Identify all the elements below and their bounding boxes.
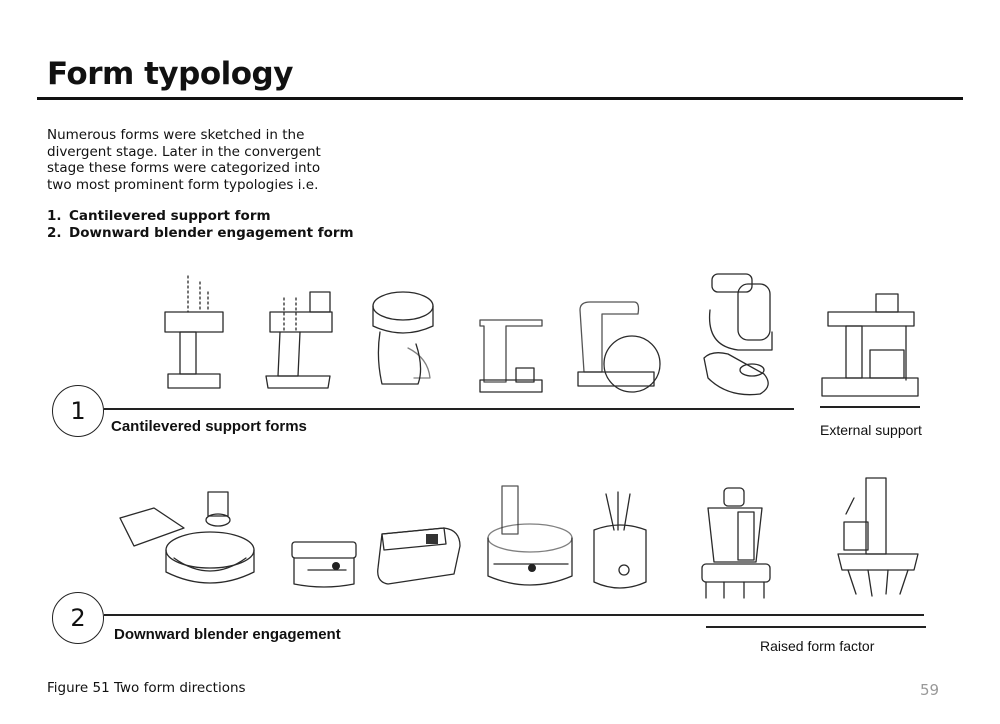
row-2-label: Downward blender engagement (114, 626, 341, 643)
sketch-cantilever-5 (577, 301, 661, 393)
sketch-raised-2 (837, 477, 919, 597)
sketch-downward-1 (119, 491, 255, 584)
row-2-side-label: Raised form factor (760, 638, 875, 654)
sketch-cantilever-6 (703, 273, 773, 396)
sketch-downward-5 (593, 491, 647, 589)
title-divider (37, 97, 963, 100)
row-1-rule (104, 408, 794, 410)
sketch-downward-4 (487, 485, 573, 586)
page-title: Form typology (47, 56, 293, 92)
page-number: 59 (920, 681, 940, 699)
sketch-downward-3 (377, 527, 461, 585)
row-1-number-circle: 1 (52, 385, 104, 437)
sketch-external-support (821, 293, 919, 397)
row-2-rule (104, 614, 924, 616)
row-2-number-circle: 2 (52, 592, 104, 644)
sketch-cantilever-4 (479, 319, 543, 393)
sketch-cantilever-1 (164, 275, 224, 389)
row-1-side-label: External support (820, 422, 922, 438)
sketch-cantilever-2 (265, 291, 333, 389)
sketch-cantilever-3 (372, 291, 434, 385)
row-2-side-rule (706, 626, 926, 628)
list-item: 2.Downward blender engagement form (47, 224, 354, 241)
sketch-downward-2 (291, 541, 357, 588)
row-1-side-rule (820, 406, 920, 408)
row-1-label: Cantilevered support forms (111, 418, 307, 435)
sketch-raised-1 (701, 487, 771, 599)
intro-paragraph: Numerous forms were sketched in the dive… (47, 127, 321, 193)
figure-caption: Figure 51 Two form directions (47, 680, 246, 696)
list-item: 1.Cantilevered support form (47, 208, 271, 224)
typology-list: 1.Cantilevered support form 2.Downward b… (47, 208, 354, 241)
